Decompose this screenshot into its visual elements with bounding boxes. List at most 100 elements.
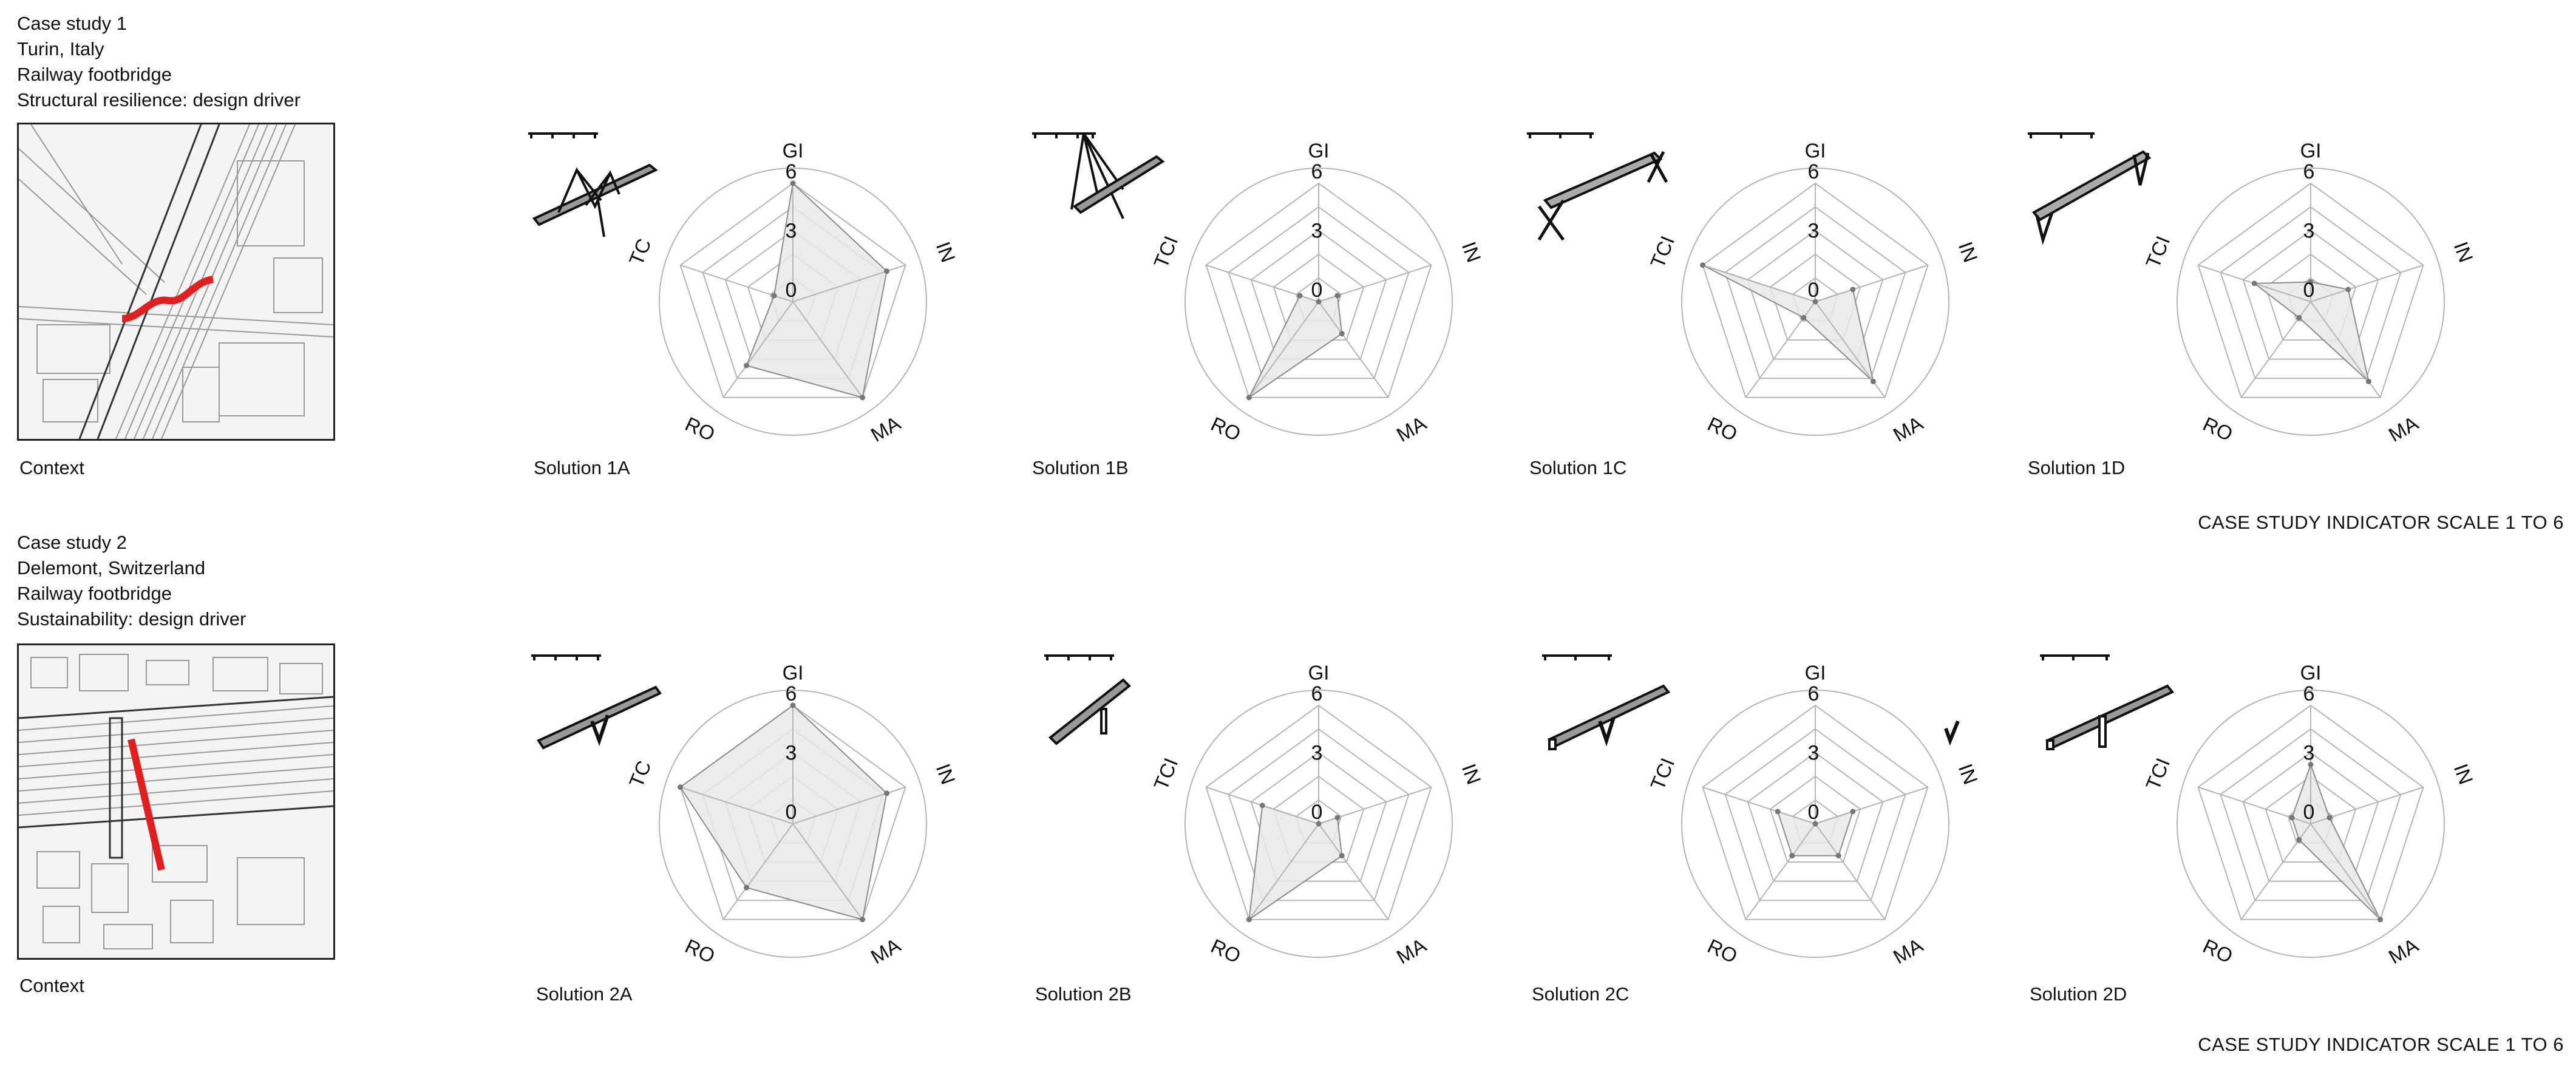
outer-circle	[2177, 690, 2445, 958]
axis-spoke	[1815, 264, 1928, 302]
data-point-in	[884, 790, 890, 796]
grid-ring	[2220, 206, 2402, 379]
tick-label: 6	[786, 160, 797, 183]
tick-label: 3	[1311, 220, 1323, 243]
grid-ring	[679, 182, 906, 398]
data-area	[746, 182, 888, 399]
data-point-ro	[744, 362, 750, 368]
axis-label-tc: TC	[625, 236, 656, 269]
data-point-gi	[790, 702, 796, 708]
data-area	[679, 704, 888, 921]
data-point-gi	[1316, 299, 1322, 305]
grid-ring	[1702, 704, 1929, 920]
tick-label: 0	[786, 801, 797, 824]
axis-spoke	[722, 301, 794, 398]
data-area	[1248, 804, 1343, 921]
axis-label-tci: TCI	[1149, 232, 1182, 271]
axis-label-in: IN	[2450, 761, 2478, 787]
tick-label: 3	[786, 742, 797, 765]
truss-footbridge-icon	[1542, 654, 1960, 750]
footbridge-route	[127, 738, 165, 871]
grid-ring	[2220, 728, 2402, 901]
case-study-type: Railway footbridge	[17, 64, 172, 85]
data-point-tci	[1700, 262, 1706, 268]
case-study-2-info: Case study 2 Delemont, Switzerland Railw…	[17, 530, 246, 632]
grid-ring	[2197, 704, 2424, 920]
axis-spoke	[1318, 301, 1389, 398]
axis-label-gi: GI	[1308, 140, 1330, 162]
data-point-ro	[744, 884, 750, 891]
tick-label: 6	[1808, 682, 1820, 705]
axis-label-ma: MA	[867, 934, 904, 968]
grid-ring	[1205, 704, 1432, 920]
data-point-ma	[1871, 378, 1877, 384]
axis-label-ro: RO	[1208, 934, 1244, 967]
axis-label-gi: GI	[1308, 662, 1330, 684]
tick-label: 3	[1311, 742, 1323, 765]
axis-spoke	[2310, 264, 2424, 302]
data-point-ro	[2296, 314, 2302, 321]
axis-label-ro: RO	[682, 934, 718, 967]
data-point-in	[1850, 287, 1856, 293]
axis-label-in: IN	[932, 239, 960, 265]
axis-label-ro: RO	[682, 412, 718, 445]
axis-spoke	[1815, 786, 1928, 824]
girder-footbridge-icon	[531, 654, 662, 750]
solution-2d-label: Solution 2D	[2030, 983, 2127, 1005]
solution-2a-label: Solution 2A	[536, 983, 633, 1005]
grid-ring	[1228, 728, 1410, 901]
data-point-tci	[1775, 809, 1781, 815]
data-area	[2291, 762, 2381, 920]
axis-spoke	[1815, 823, 1886, 920]
axis-label-ma: MA	[1889, 934, 1926, 968]
grid-ring	[1205, 182, 1432, 398]
outer-circle	[1184, 168, 1453, 436]
tick-label: 0	[2303, 801, 2315, 824]
data-point-in	[1850, 809, 1856, 815]
data-point-tci	[1297, 293, 1303, 299]
case-study-driver: Structural resilience: design driver	[17, 89, 301, 110]
axis-spoke	[1745, 823, 1816, 920]
grid-ring	[1769, 775, 1861, 863]
cable-stayed-footbridge-icon	[528, 132, 658, 237]
solution-1d-label: Solution 1D	[2028, 457, 2126, 478]
axis-label-gi: GI	[2300, 662, 2322, 684]
grid-ring	[2242, 229, 2379, 360]
tick-label: 3	[1808, 742, 1820, 765]
outer-circle	[1184, 690, 1453, 958]
axis-spoke	[1702, 264, 1816, 302]
grid-ring	[1747, 752, 1884, 882]
axis-spoke	[722, 823, 794, 920]
grid-ring	[2242, 752, 2379, 882]
outer-circle	[1681, 168, 1949, 436]
case-study-location: Delemont, Switzerland	[17, 557, 206, 579]
data-point-ma	[1339, 331, 1345, 337]
context-map-1	[17, 123, 335, 441]
case-study-1-info: Case study 1 Turin, Italy Railway footbr…	[17, 11, 301, 113]
grid-ring	[1250, 229, 1387, 360]
single-pier-footbridge-icon	[2040, 654, 2175, 750]
solution-1b-label: Solution 1B	[1032, 457, 1129, 478]
grid-ring	[1250, 752, 1387, 882]
v-frame-footbridge-icon	[2028, 132, 2152, 245]
axis-label-ma: MA	[1393, 934, 1430, 968]
axis-label-gi: GI	[1805, 662, 1826, 684]
case-study-type: Railway footbridge	[17, 583, 172, 604]
axis-label-ro: RO	[1704, 934, 1741, 967]
context-label: Context	[19, 975, 84, 996]
axis-label-ro: RO	[1208, 412, 1244, 445]
axis-label-tci: TCI	[2141, 232, 2174, 271]
outer-circle	[2177, 168, 2445, 436]
case-study-location: Turin, Italy	[17, 38, 104, 59]
tick-label: 6	[1808, 160, 1820, 183]
data-point-ma	[860, 395, 866, 401]
solution-1a-label: Solution 1A	[534, 457, 630, 478]
tick-label: 3	[2303, 742, 2315, 765]
axis-label-in: IN	[2450, 239, 2478, 265]
